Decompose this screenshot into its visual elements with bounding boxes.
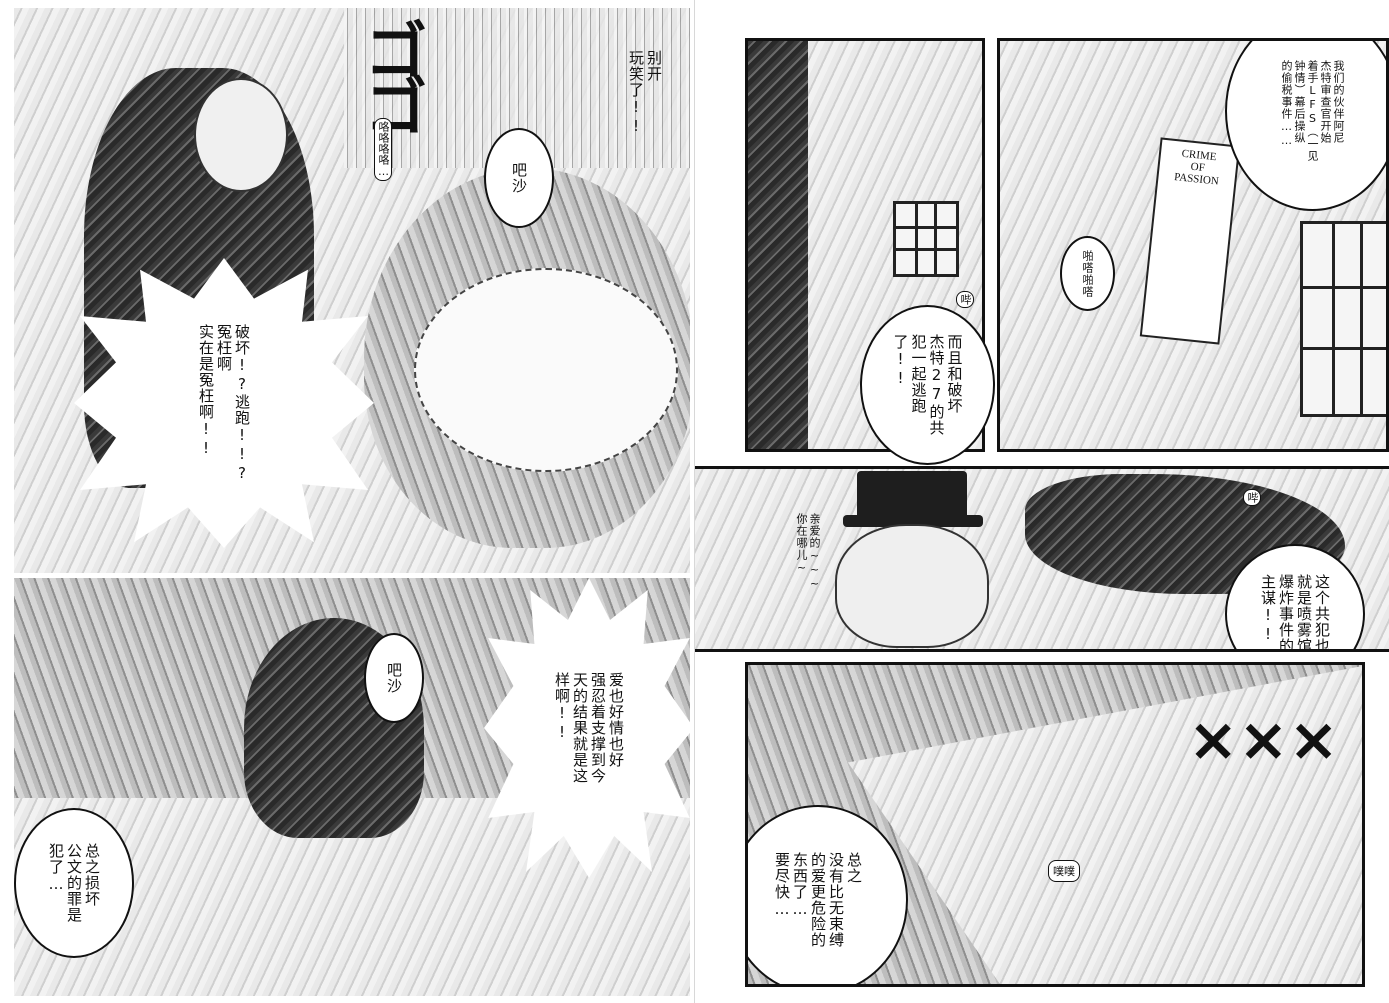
sfx-bubble-basha-bottom: 吧沙 [364, 633, 424, 723]
sfx-gogo: ゴゴ [353, 18, 427, 130]
building-shadow [748, 41, 808, 449]
sfx-bubble-pachi: 啪嗒啪嗒 [1060, 236, 1115, 311]
panel-left-bottom: 吧沙 爱也好情也好 强忍着支撑到今 天的结果就是这 样啊!! 总之损坏 公文的罪… [14, 578, 690, 996]
sfx-giggle: 咯咯咯咯… [374, 118, 392, 181]
speech-bubble-audit: 我们的伙伴阿尼 杰特审查官开始 着手LFS（一见 钟情）幕后操纵 的偷税事件…… [1225, 41, 1386, 211]
building-window [893, 201, 959, 277]
window-lattice [1300, 221, 1386, 417]
snowman-face [835, 524, 989, 648]
poster-crime-of-passion: CRIME OF PASSION [1139, 137, 1241, 345]
speech-bubble-jokes: 别开 玩笑了!! [614, 28, 676, 158]
speech-bubble-escape: 而且和破坏 杰特27的共 犯一起逃跑 了!! [860, 305, 995, 465]
speech-text: 别开 玩笑了!! [627, 50, 663, 136]
hat-brim [843, 515, 983, 527]
panel-right-top-right: CRIME OF PASSION 啪嗒啪嗒 我们的伙伴阿尼 杰特审查官开始 着手… [997, 38, 1389, 452]
sfx-beep: 哔 [1243, 489, 1261, 506]
character-face [194, 78, 288, 192]
sfx-x-marks: ××× [1188, 705, 1339, 775]
sfx-puff: 噗噗 [1048, 860, 1080, 882]
explosion-flash [414, 268, 678, 472]
panel-right-middle: 亲爱的~~~ 你在哪儿~ 哔 这个共犯也 就是喷雾馆 爆炸事件的 主谋!! [695, 466, 1389, 652]
speech-bubble-hurry: 总之 没有比无束缚 的爱更危险的 东西了… 要尽快… [748, 805, 908, 984]
panel-right-bottom: ××× 噗噗 总之 没有比无束缚 的爱更危险的 东西了… 要尽快… [745, 662, 1365, 987]
manga-page-left: ゴゴ 别开 玩笑了!! 咯咯咯咯… 吧沙 破坏!?逃跑!!? 冤枉啊 实在是冤枉… [0, 0, 694, 1003]
top-hat [857, 471, 967, 519]
sfx-bang: 哔 [956, 291, 974, 308]
speech-bubble-culprit: 这个共犯也 就是喷雾馆 爆炸事件的 主谋!! [1225, 544, 1365, 649]
page-gutter [694, 0, 695, 1003]
speech-bubble-darling: 亲爱的~~~ 你在哪儿~ [795, 512, 821, 591]
panel-left-top: ゴゴ 别开 玩笑了!! 咯咯咯咯… 吧沙 破坏!?逃跑!!? 冤枉啊 实在是冤枉… [14, 8, 690, 573]
speech-bubble-damage: 总之损坏 公文的罪是 犯了… [14, 808, 134, 958]
manga-page-right: 哔 CRIME OF PASSION 啪嗒啪嗒 我们的伙伴阿尼 杰特审查官开始 … [695, 0, 1389, 1003]
sfx-bubble-basha-top: 吧沙 [484, 128, 554, 228]
